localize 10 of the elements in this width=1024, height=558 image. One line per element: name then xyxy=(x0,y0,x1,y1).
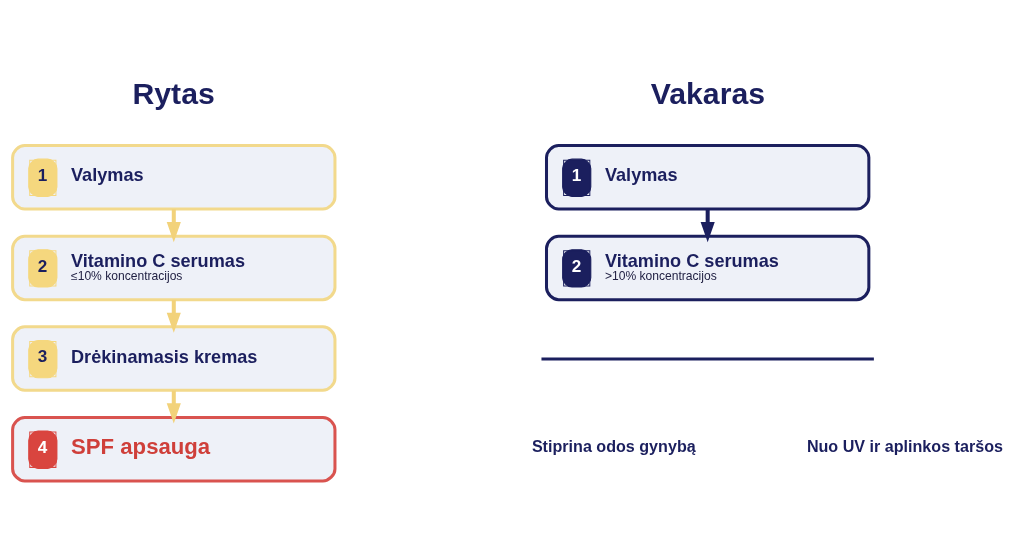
label: Vakaras xyxy=(650,77,766,111)
node-box: 1 Valymas xyxy=(545,144,871,211)
node-box: 2 Vitamino C serumas ≤10% koncentracijos xyxy=(11,234,337,302)
label: Nuo UV ir aplinkos taršos xyxy=(806,437,1003,456)
node-box: 2 Vitamino C serumas >10% koncentracijos xyxy=(545,234,871,302)
node-box: 4 SPF apsauga xyxy=(11,416,337,483)
node-box: 1 Valymas xyxy=(11,144,337,211)
label: Rytas xyxy=(132,77,215,111)
label: Stiprina odos gynybą xyxy=(531,437,696,456)
node-box: 3 Drėkinamasis kremas xyxy=(11,325,337,392)
